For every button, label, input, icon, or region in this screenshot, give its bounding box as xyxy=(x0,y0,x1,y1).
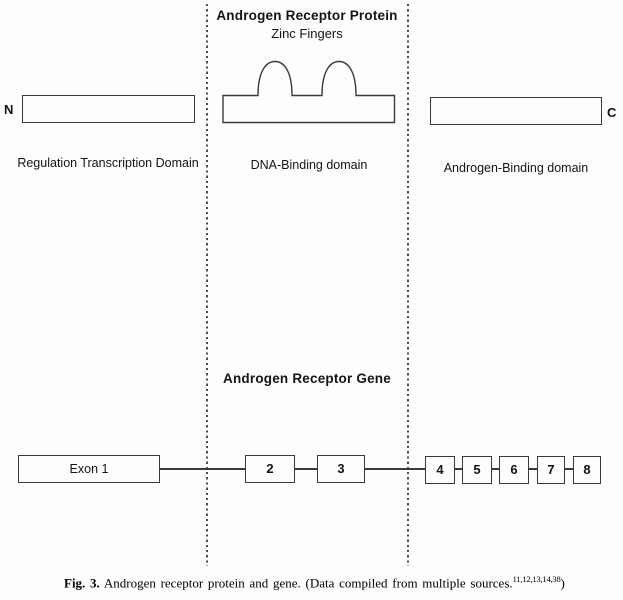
regulation-domain-label: Regulation Transcription Domain xyxy=(17,156,199,170)
exon-7-box: 7 xyxy=(537,456,565,484)
exon-6-box: 6 xyxy=(499,456,529,484)
dashed-separator-right xyxy=(407,4,409,566)
dna-binding-domain-label: DNA-Binding domain xyxy=(250,158,368,172)
regulation-domain-box xyxy=(22,95,195,123)
caption-closing: ) xyxy=(560,575,565,591)
caption-fig-label: Fig. 3. xyxy=(64,575,100,591)
c-terminus-label: C xyxy=(607,105,617,120)
zinc-fingers-label: Zinc Fingers xyxy=(271,26,343,41)
protein-section-title: Androgen Receptor Protein xyxy=(216,8,398,23)
exon-3-box: 3 xyxy=(317,455,365,483)
gene-section-title: Androgen Receptor Gene xyxy=(223,371,391,386)
zinc-fingers-shape xyxy=(222,60,396,124)
exon-1-box: Exon 1 xyxy=(18,455,160,483)
androgen-binding-domain-label: Androgen-Binding domain xyxy=(443,161,589,175)
exon-8-box: 8 xyxy=(573,456,601,484)
exon-5-box: 5 xyxy=(462,456,492,484)
dashed-separator-left xyxy=(206,4,208,566)
n-terminus-label: N xyxy=(4,102,14,117)
exon-4-box: 4 xyxy=(425,456,455,484)
caption-text: Androgen receptor protein and gene. (Dat… xyxy=(99,575,513,591)
dna-binding-domain-box xyxy=(222,60,396,124)
exon-2-box: 2 xyxy=(245,455,295,483)
intron-line xyxy=(160,468,574,470)
figure-caption: Fig. 3. Androgen receptor protein and ge… xyxy=(64,574,569,591)
caption-references: 11,12,13,14,38 xyxy=(512,574,561,584)
androgen-domain-box xyxy=(430,97,602,125)
